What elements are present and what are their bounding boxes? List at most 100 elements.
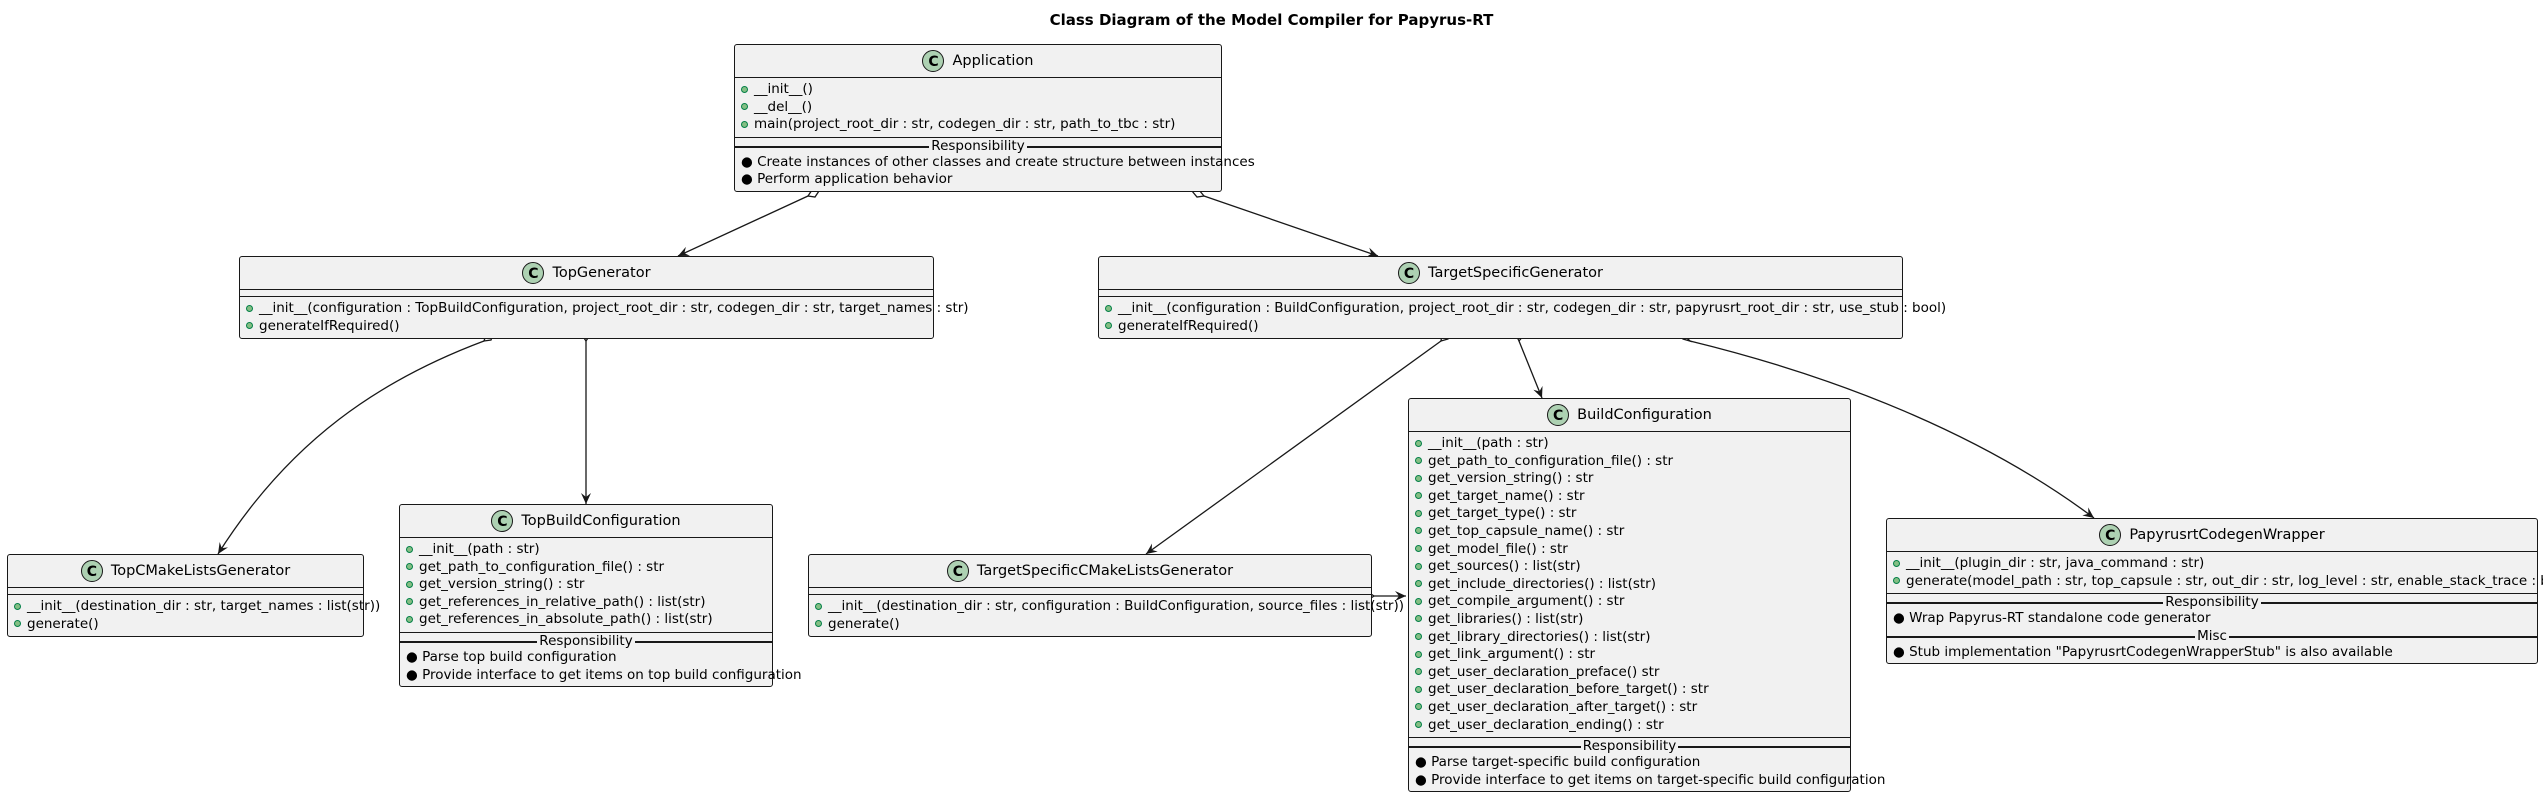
note-item: ● Provide interface to get items on targ… (1415, 771, 1886, 788)
aggregation-targetspecificgenerator-buildconfiguration (1518, 340, 1543, 399)
note-item: ● Perform application behavior (741, 171, 953, 188)
method-item: get_references_in_relative_path() : list… (406, 594, 766, 612)
public-method-icon (1415, 685, 1422, 693)
methods-compartment: __init__(configuration : BuildConfigurat… (1099, 297, 1946, 338)
public-method-icon (815, 620, 822, 628)
aggregation-application-topgenerator (677, 195, 809, 257)
public-method-icon (815, 602, 822, 610)
class-buildconfiguration[interactable]: C BuildConfiguration __init__(path : str… (1408, 398, 1886, 793)
public-method-icon (1415, 509, 1422, 517)
class-stereotype-icon: C (1398, 262, 1421, 284)
method-item: generate() (14, 616, 357, 634)
method-item: generate() (815, 616, 1365, 634)
aggregation-application-targetspecificgenerator (1203, 195, 1379, 258)
class-application[interactable]: C Application __init__() __del__() main(… (734, 44, 1255, 192)
method-item: get_model_file() : str (1415, 541, 1844, 559)
class-name: BuildConfiguration (1577, 407, 1712, 423)
class-header: C TopCMakeListsGenerator (8, 555, 363, 588)
method-item: get_libraries() : list(str) (1415, 611, 1844, 629)
public-method-icon (406, 545, 413, 553)
class-header: C TargetSpecificGenerator (1099, 257, 1902, 290)
attributes-compartment (240, 290, 933, 297)
attributes-compartment (809, 588, 1371, 595)
public-method-icon (14, 620, 21, 628)
public-method-icon (1415, 615, 1422, 623)
method-item: get_version_string() : str (406, 576, 766, 594)
public-method-icon (1415, 545, 1422, 553)
method-item: __init__(path : str) (406, 541, 766, 559)
public-method-icon (1893, 559, 1900, 567)
methods-compartment: __init__(configuration : TopBuildConfigu… (240, 297, 969, 338)
method-item: get_user_declaration_before_target() : s… (1415, 681, 1844, 699)
method-item: __init__(destination_dir : str, configur… (815, 598, 1404, 616)
responsibility-compartment: Responsibility ● Create instances of oth… (735, 137, 1255, 191)
public-method-icon (1415, 668, 1422, 676)
method-item: __init__(plugin_dir : str, java_command … (1893, 555, 2531, 573)
attributes-compartment (1099, 290, 1902, 297)
public-method-icon (1415, 721, 1422, 728)
public-method-icon (1415, 703, 1422, 711)
public-method-icon (1415, 633, 1422, 641)
method-item: get_target_type() : str (1415, 505, 1844, 523)
class-header: C TopGenerator (240, 257, 933, 290)
method-item: __init__() (741, 81, 1215, 99)
method-item: __init__(configuration : BuildConfigurat… (1105, 300, 1946, 318)
method-item: get_library_directories() : list(str) (1415, 629, 1844, 647)
method-item: __init__(destination_dir : str, target_n… (14, 598, 380, 616)
class-papyrusrtcodegenwrapper[interactable]: C PapyrusrtCodegenWrapper __init__(plugi… (1886, 518, 2543, 665)
method-item: get_user_declaration_after_target() : st… (1415, 699, 1844, 717)
method-item: get_user_declaration_preface() str (1415, 664, 1844, 682)
public-method-icon (1893, 577, 1900, 585)
section-label: Responsibility (2163, 594, 2261, 611)
public-method-icon (1415, 580, 1422, 588)
method-item: get_top_capsule_name() : str (1415, 523, 1844, 541)
public-method-icon (1415, 457, 1422, 465)
methods-compartment: __init__(destination_dir : str, target_n… (8, 595, 380, 636)
class-targetspecificgenerator[interactable]: C TargetSpecificGenerator __init__(confi… (1098, 256, 1946, 340)
class-stereotype-icon: C (1547, 404, 1570, 426)
public-method-icon (406, 580, 413, 588)
section-label: Responsibility (537, 632, 635, 649)
method-item: get_version_string() : str (1415, 470, 1844, 488)
responsibility-compartment: Responsibility ● Wrap Papyrus-RT standal… (1887, 594, 2537, 663)
public-method-icon (1415, 650, 1422, 658)
section-label: Misc (2195, 627, 2229, 644)
public-method-icon (1415, 492, 1422, 500)
class-stereotype-icon: C (922, 50, 945, 72)
class-stereotype-icon: C (522, 262, 545, 284)
method-item: get_references_in_absolute_path() : list… (406, 611, 766, 629)
methods-compartment: __init__() __del__() main(project_root_d… (735, 78, 1221, 138)
methods-compartment: __init__(destination_dir : str, configur… (809, 595, 1404, 636)
responsibility-compartment: Responsibility ● Parse target-specific b… (1409, 738, 1886, 791)
class-topgenerator[interactable]: C TopGenerator __init__(configuration : … (239, 256, 969, 340)
class-header: C TargetSpecificCMakeListsGenerator (809, 555, 1371, 588)
method-item: __del__() (741, 99, 1215, 117)
section-separator: Responsibility (735, 137, 1221, 154)
class-topbuildconfiguration[interactable]: C TopBuildConfiguration __init__(path : … (399, 504, 802, 688)
section-separator: Misc (1887, 627, 2537, 644)
section-label: Responsibility (1580, 738, 1679, 755)
public-method-icon (741, 103, 748, 111)
class-topcmakelistsgenerator[interactable]: C TopCMakeListsGenerator __init__(destin… (7, 554, 380, 638)
public-method-icon (741, 120, 748, 128)
class-name: TopCMakeListsGenerator (110, 563, 291, 579)
class-name: PapyrusrtCodegenWrapper (2129, 527, 2325, 543)
method-item: __init__(path : str) (1415, 435, 1844, 453)
class-stereotype-icon: C (491, 510, 514, 532)
section-separator: Responsibility (400, 632, 772, 649)
class-name: Application (952, 53, 1034, 69)
note-item: ● Parse target-specific build configurat… (1415, 754, 1701, 771)
class-stereotype-icon: C (946, 560, 969, 582)
methods-compartment: __init__(plugin_dir : str, java_command … (1887, 552, 2543, 595)
public-method-icon (1415, 527, 1422, 535)
class-stereotype-icon: C (80, 560, 103, 582)
method-item: generateIfRequired() (246, 318, 927, 336)
public-method-icon (1415, 439, 1422, 447)
public-method-icon (1415, 597, 1422, 605)
class-targetspecificcmakelistsgenerator[interactable]: C TargetSpecificCMakeListsGenerator __in… (808, 554, 1404, 638)
method-item: get_path_to_configuration_file() : str (406, 559, 766, 577)
public-method-icon (406, 615, 413, 623)
public-method-icon (406, 598, 413, 606)
public-method-icon (246, 322, 253, 330)
